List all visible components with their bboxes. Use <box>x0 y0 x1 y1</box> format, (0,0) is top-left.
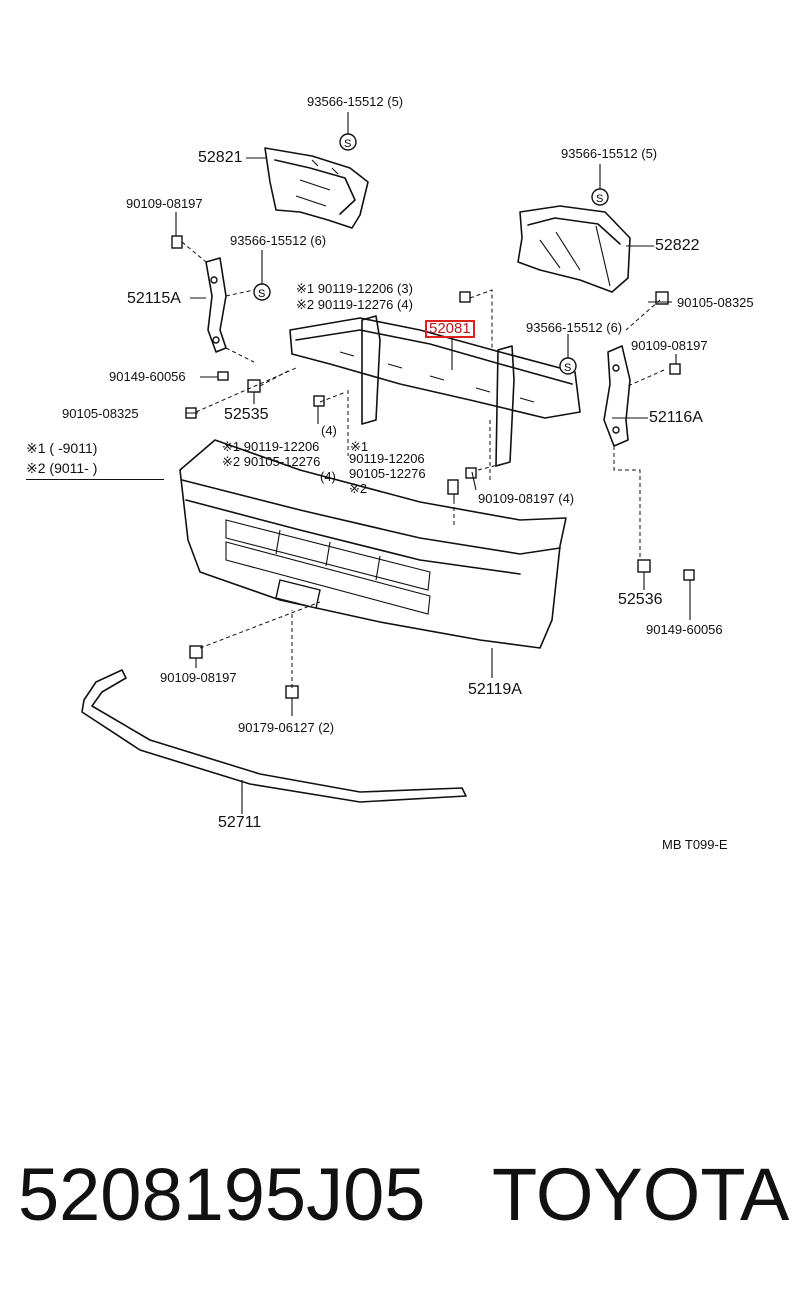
note-s2: ※2 (9011- ) <box>26 460 164 480</box>
label-90179-06127: 90179-06127 (2) <box>238 720 335 735</box>
part-52081-drawing <box>289 315 581 467</box>
part-number: 5208195J05 <box>18 1153 426 1236</box>
part-52115A-drawing <box>205 257 227 353</box>
leader-lines <box>175 112 691 814</box>
dashed-lines <box>181 241 665 688</box>
label-90149-60056-left: 90149-60056 <box>109 369 186 384</box>
note-s1: ※1 ( -9011) <box>26 440 98 456</box>
label-52536: 52536 <box>618 591 663 608</box>
label-90119-12206-c: 90119-12206 <box>349 451 425 466</box>
part-52116A-drawing <box>603 345 631 447</box>
svg-text:S: S <box>596 193 603 205</box>
label-90149-60056-right: 90149-60056 <box>646 622 723 637</box>
label-qty-4-b: (4) <box>320 469 336 484</box>
part-52822-drawing <box>517 205 631 293</box>
label-s2-mark: ※2 <box>349 481 368 496</box>
footer: 5208195J05 TOYOTA <box>0 1150 800 1240</box>
label-52711: 52711 <box>218 814 262 831</box>
svg-text:S: S <box>564 362 571 374</box>
label-52821: 52821 <box>198 149 243 166</box>
label-90109-08197-qty-4: 90109-08197 (4) <box>478 491 575 506</box>
label-52116A: 52116A <box>649 409 703 426</box>
label-s1-90119-12206-b: ※1 90119-12206 <box>222 439 320 454</box>
label-90105-08325-left: 90105-08325 <box>62 406 139 421</box>
label-90109-08197-left-top: 90109-08197 <box>126 196 203 211</box>
label-s2-90119-12276: ※2 90119-12276 (4) <box>296 297 413 312</box>
brand-name: TOYOTA <box>492 1153 790 1236</box>
part-52821-drawing <box>264 147 369 229</box>
part-52711-drawing <box>81 669 467 803</box>
diagram-drawing: S S S S <box>81 112 695 814</box>
label-52119A: 52119A <box>468 681 522 698</box>
svg-text:S: S <box>258 288 265 300</box>
label-90105-12276-c: 90105-12276 <box>349 466 426 481</box>
part-52119A-drawing <box>179 439 567 649</box>
label-s1-90119-12206: ※1 90119-12206 (3) <box>296 281 413 296</box>
parts-diagram: S S S S 93566-15512 (5) 52821 <box>26 94 754 852</box>
label-93566-15512-top: 93566-15512 (5) <box>307 94 404 109</box>
label-90109-08197-right: 90109-08197 <box>631 338 708 353</box>
label-52081-highlighted[interactable]: 52081 <box>425 320 475 338</box>
label-93566-15512-mid-left: 93566-15512 (6) <box>230 233 327 248</box>
label-52535: 52535 <box>224 406 269 423</box>
svg-text:S: S <box>344 138 351 150</box>
label-qty-4-left: (4) <box>321 423 337 438</box>
label-s1-mark: ※1 <box>350 439 369 454</box>
label-90109-08197-bottom: 90109-08197 <box>160 670 237 685</box>
label-52822: 52822 <box>655 237 700 254</box>
label-52115A: 52115A <box>127 290 181 307</box>
label-93566-15512-mid-right: 93566-15512 (6) <box>526 320 623 335</box>
diagram-id: MB T099-E <box>662 837 728 852</box>
label-93566-15512-right-top: 93566-15512 (5) <box>561 146 658 161</box>
label-90105-08325-right: 90105-08325 <box>677 295 754 310</box>
label-s2-90105-12276-b: ※2 90105-12276 <box>222 454 321 469</box>
